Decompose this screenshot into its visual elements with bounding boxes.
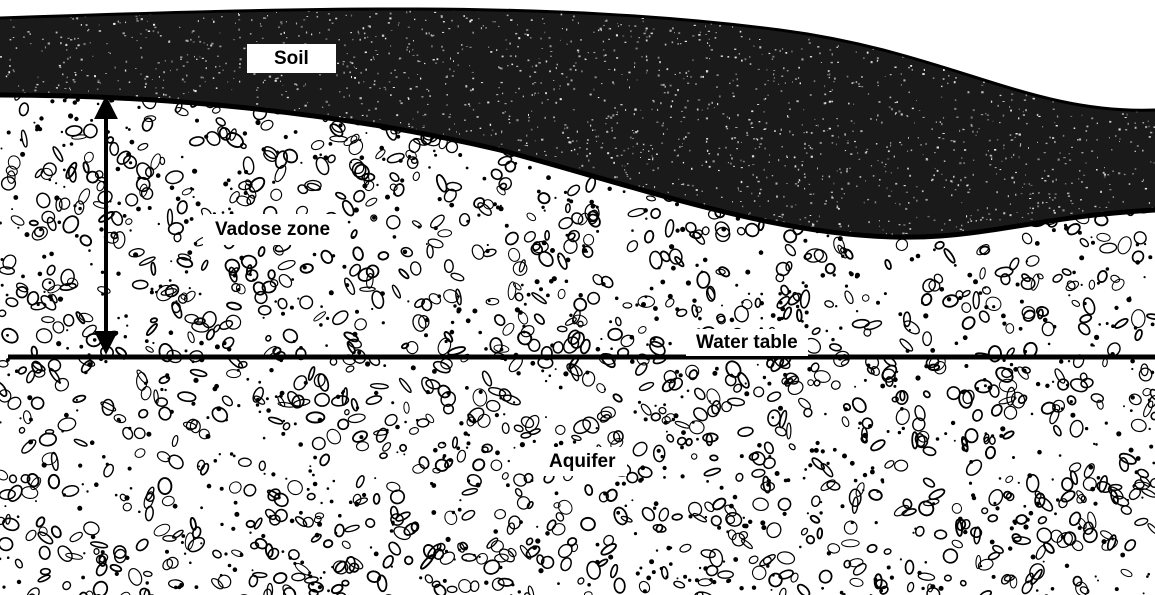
- soil-label: Soil: [247, 44, 336, 73]
- water-table-label: Water table: [686, 329, 808, 356]
- aquifer-label: Aquifer: [538, 447, 627, 476]
- vadose-zone-label: Vadose zone: [203, 214, 342, 245]
